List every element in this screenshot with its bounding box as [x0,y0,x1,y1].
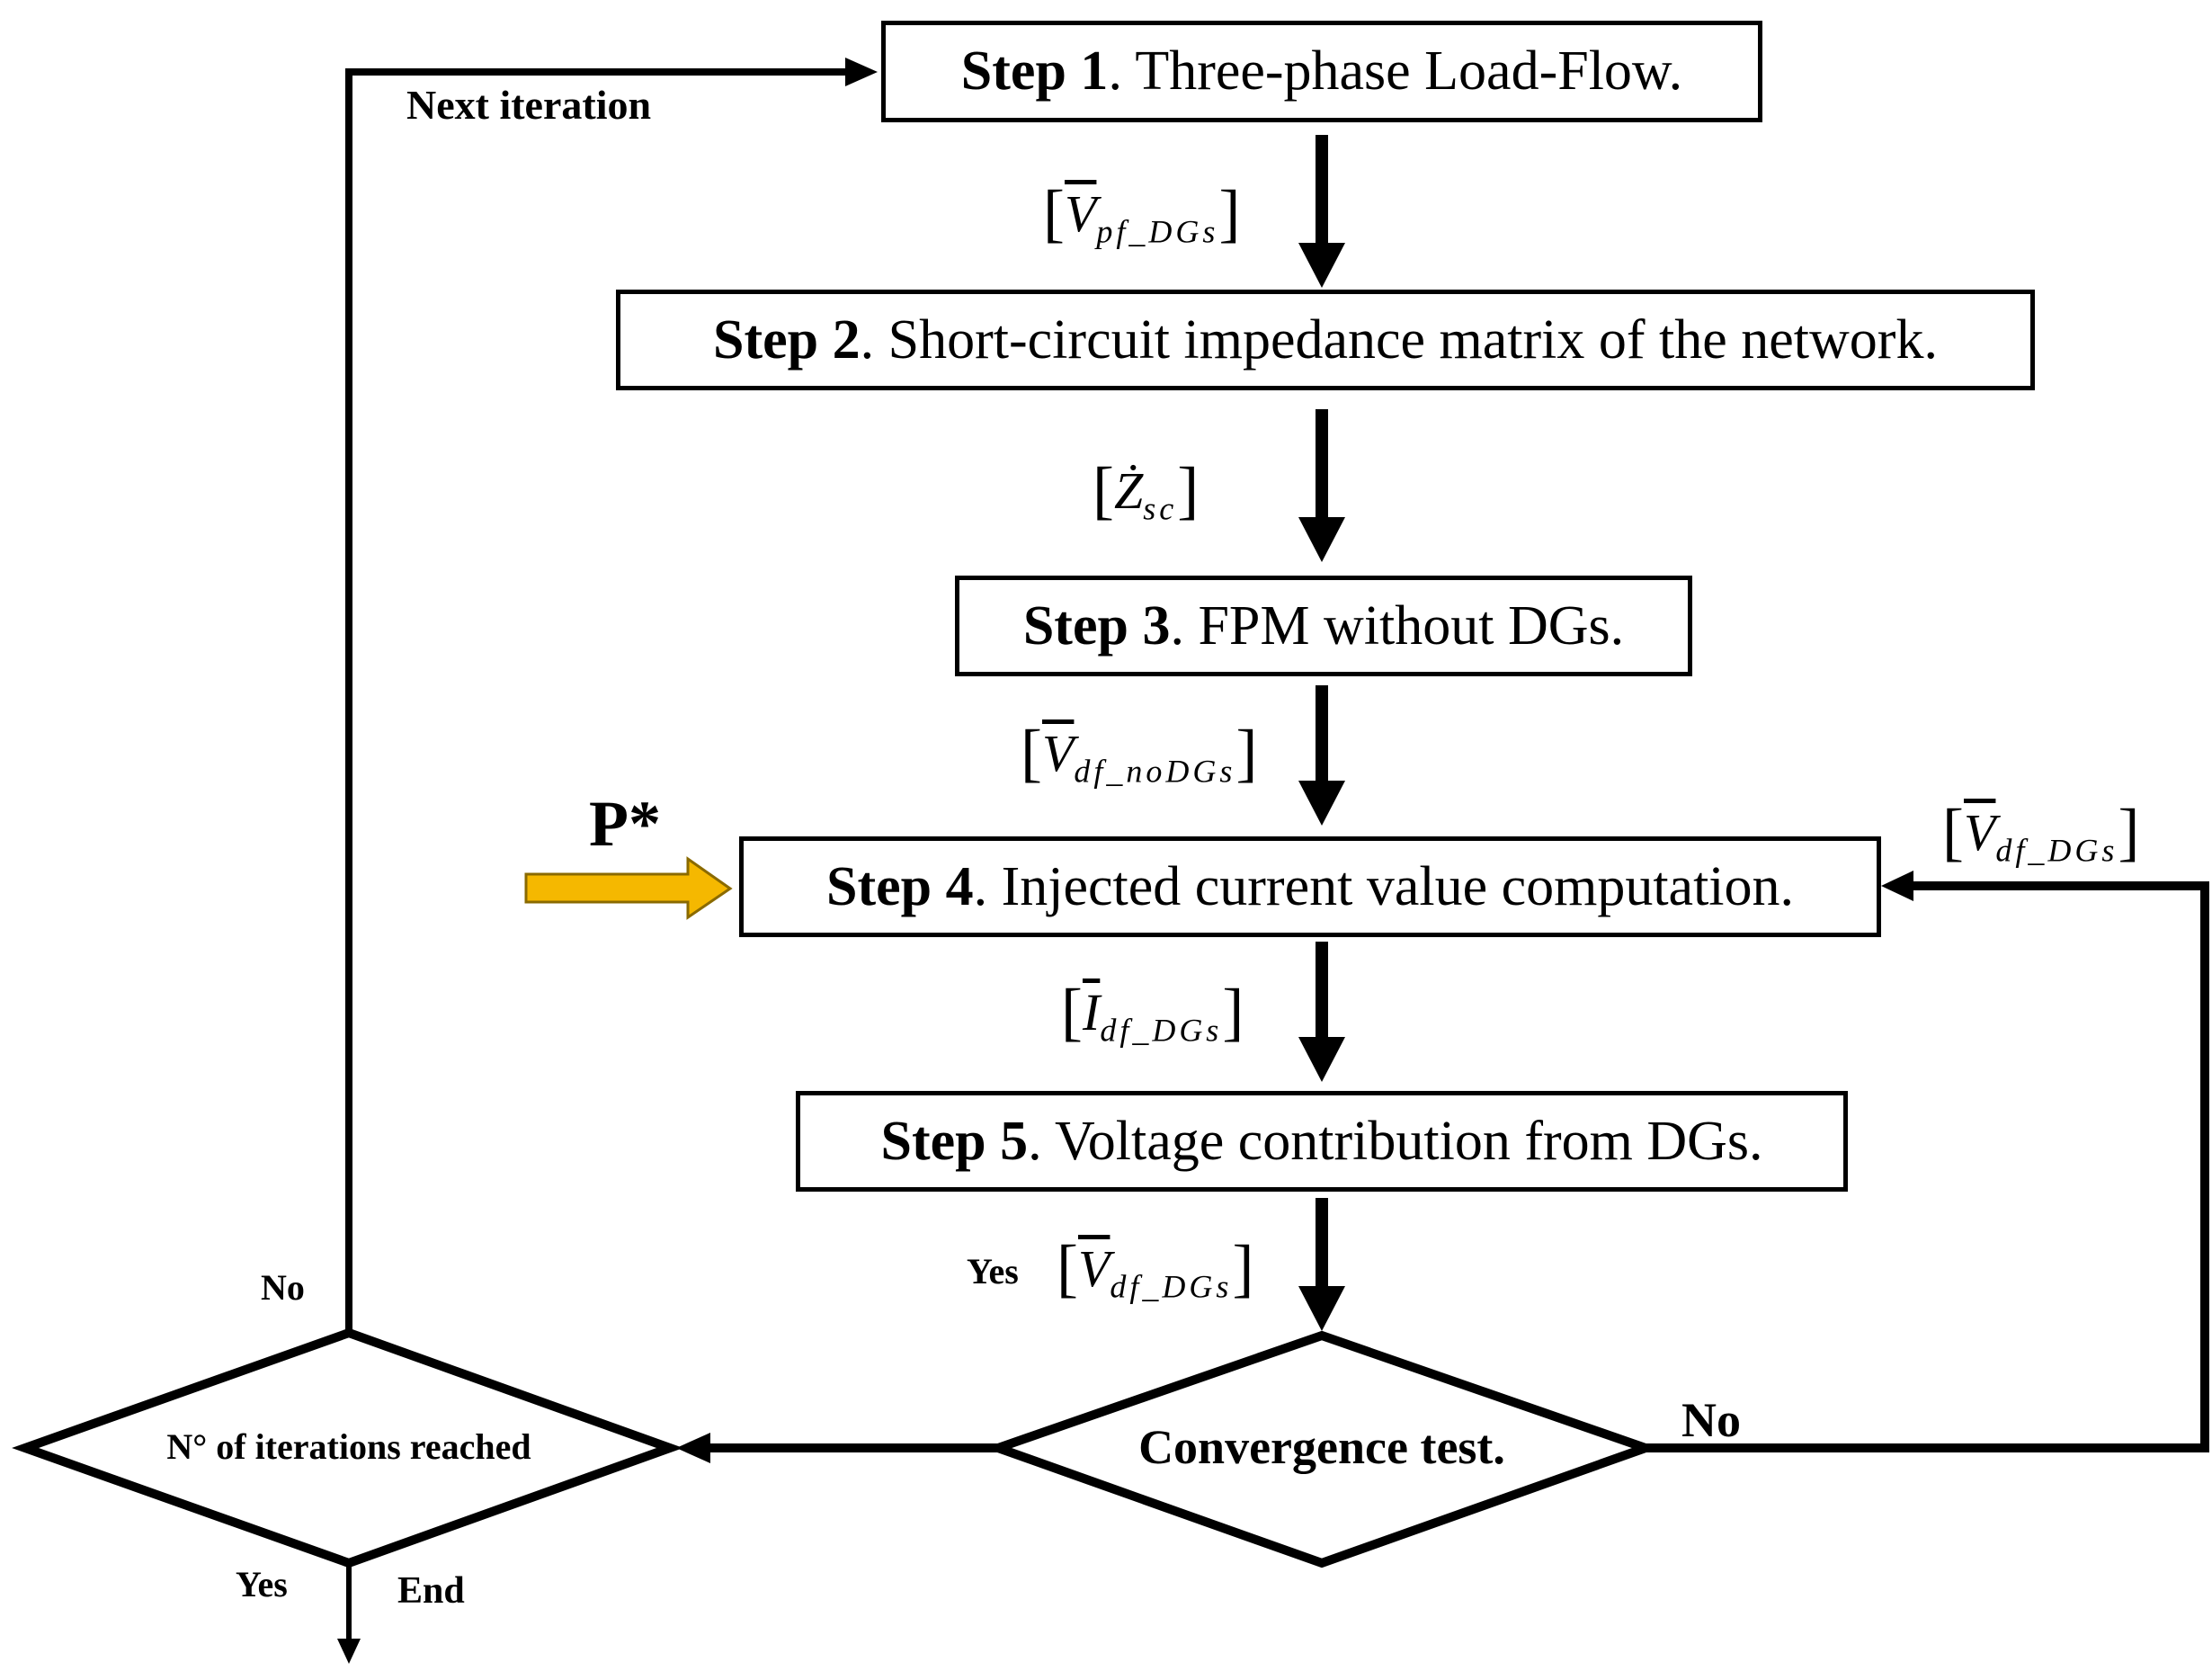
step-2-box: Step 2. Short-circuit impedance matrix o… [616,290,2035,390]
arrow-convergence-to-iterations [676,1433,998,1463]
convergence-yes-label: Yes [967,1251,1019,1291]
arrow-step4-to-step5 [1298,942,1345,1082]
step-4-box: Step 4. Injected current value computati… [739,836,1881,937]
step-5-number: Step 5 [880,1110,1029,1172]
convergence-diamond [984,1330,1660,1568]
step-3-number: Step 3 [1022,594,1171,657]
v-df-dgs-loop-label: [Vdf_DGs] [1942,796,2140,869]
v-pf-dgs-label: [Vpf_DGs] [1043,177,1241,250]
v-df-dgs-out-label: [Vdf_DGs] [1057,1232,1254,1305]
step-4-text: . Injected current value computation. [973,855,1795,917]
arrow-iterations-no-to-step1 [345,58,878,1333]
arrow-step3-to-step4 [1298,685,1345,826]
v-df-nodgs-label: [Vdf_noDGs] [1021,717,1258,790]
arrow-step5-to-convergence [1298,1198,1345,1331]
arrow-convergence-no-to-step4 [1646,871,2209,1452]
iterations-label: N° of iterations reached [166,1426,531,1467]
iterations-yes-label: Yes [236,1564,288,1604]
input-arrow [524,856,733,920]
step-5-text: . Voltage contribution from DGs. [1028,1110,1763,1172]
step-1-box: Step 1. Three-phase Load-Flow. [881,21,1762,122]
arrow-iterations-yes-to-end [337,1563,361,1664]
iterations-no-label: No [261,1267,305,1308]
step-2-text: . Short-circuit impedance matrix of the … [860,308,1938,371]
arrow-step2-to-step3 [1298,409,1345,562]
step-1-number: Step 1 [960,40,1109,102]
z-sc-label: [Żsc] [1093,454,1200,527]
step-3-text: . FPM without DGs. [1170,594,1625,657]
next-iteration-label: Next iteration [406,82,652,128]
step-1-text: . Three-phase Load-Flow. [1108,40,1683,102]
step-2-number: Step 2 [713,308,861,371]
end-label: End [397,1570,465,1612]
arrow-step1-to-step2 [1298,135,1345,288]
input-p-star-label: P* [589,788,661,860]
convergence-label: Convergence test. [1138,1420,1505,1474]
i-df-dgs-label: [Idf_DGs] [1061,976,1244,1049]
convergence-no-label: No [1681,1393,1741,1447]
step-4-number: Step 4 [825,855,974,917]
step-3-box: Step 3. FPM without DGs. [955,576,1692,676]
step-5-box: Step 5. Voltage contribution from DGs. [796,1091,1848,1192]
